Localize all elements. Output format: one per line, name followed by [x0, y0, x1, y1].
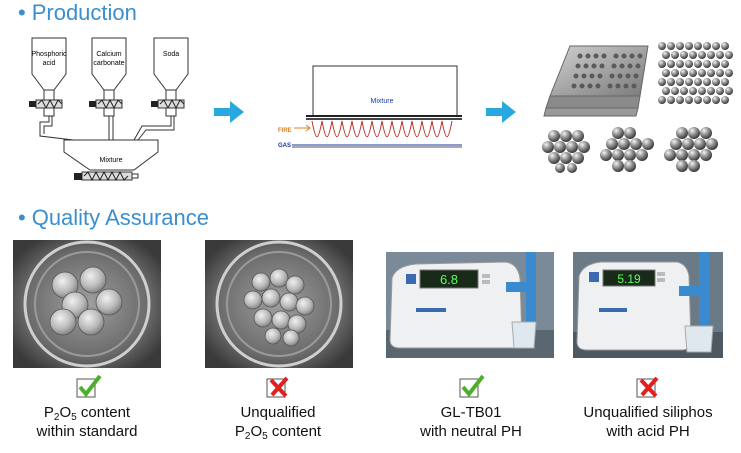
check-icon	[76, 374, 102, 398]
ball-cluster	[664, 127, 718, 172]
hopper-2-label-line1: Calcium	[96, 51, 121, 58]
caption-4-line2: with acid PH	[606, 423, 690, 440]
photo-ph-meter-neutral: 6.8	[386, 252, 554, 358]
bullet-icon: •	[18, 0, 26, 25]
photo-unqualified-sample	[205, 240, 353, 368]
quality-heading: •Quality Assurance	[18, 205, 209, 231]
hopper-phosphoric-acid: Phosphoric acid	[29, 37, 67, 117]
caption-1-line2: within standard	[36, 423, 138, 440]
ball-mold-trays	[543, 45, 649, 117]
quality-title: Quality Assurance	[31, 205, 210, 230]
photo-qualified-sample	[13, 240, 161, 368]
caption-2-line1: Unqualified	[240, 404, 316, 421]
mixer-label: Mixture	[100, 157, 123, 164]
caption-qualified-content: P2O5 content within standard	[2, 403, 172, 441]
hopper-calcium-carbonate: Calcium carbonate	[89, 37, 127, 117]
fire-label: FIRE	[278, 128, 292, 134]
ball-cluster	[600, 127, 654, 172]
furnace-diagram: Mixture FIRE GAS	[278, 65, 462, 149]
hopper-soda: Soda	[151, 37, 189, 117]
caption-3-line1: GL-TB01	[440, 404, 502, 421]
caption-2-line2: P2O5 content	[234, 423, 322, 442]
cross-icon	[636, 376, 659, 398]
production-heading: •Production	[18, 0, 137, 26]
check-icon	[459, 374, 485, 398]
ball-cluster	[542, 130, 590, 173]
arrow-right-icon	[486, 101, 516, 123]
caption-acid-ph: Unqualified siliphos with acid PH	[563, 403, 733, 441]
production-title: Production	[31, 0, 137, 25]
caption-1-line1: P2O5 content	[43, 404, 131, 423]
hopper-3-label: Soda	[163, 51, 179, 58]
ball-grid	[658, 42, 733, 104]
photo-ph-meter-acid: 5.19	[573, 252, 723, 358]
hopper-mixer-diagram: Phosphoric acid Calcium carbonate Soda M…	[29, 37, 189, 182]
furnace-mixture-label: Mixture	[371, 98, 394, 105]
caption-4-line1: Unqualified siliphos	[583, 404, 713, 421]
hopper-2-label-line2: carbonate	[93, 60, 124, 67]
gas-label: GAS	[278, 143, 291, 149]
bullet-icon: •	[18, 205, 26, 230]
product-images	[542, 42, 733, 173]
caption-3-line2: with neutral PH	[420, 423, 522, 440]
caption-neutral-ph: GL-TB01 with neutral PH	[386, 403, 556, 441]
cross-icon	[266, 376, 289, 398]
hopper-1-label-line1: Phosphoric	[31, 51, 67, 58]
hopper-1-label-line2: acid	[43, 60, 56, 67]
caption-unqualified-content: Unqualified P2O5 content	[193, 403, 363, 442]
meter-reading-acid: 5.19	[617, 272, 641, 286]
meter-reading-neutral: 6.8	[440, 272, 458, 287]
arrow-right-icon	[214, 101, 244, 123]
mixer-tank: Mixture	[63, 139, 159, 182]
